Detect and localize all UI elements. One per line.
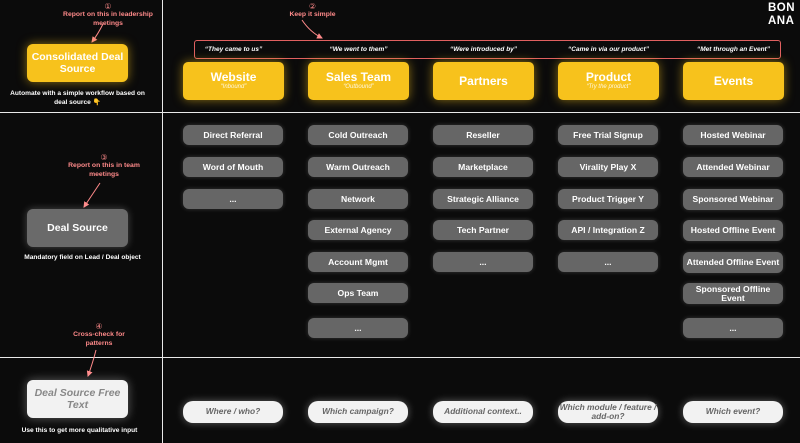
category-label-4: Events [713,73,754,88]
consolidated-caption: Automate with a simple workflow based on… [10,90,145,106]
deal-source-chip: ... [308,318,408,338]
deal-source-chip: Hosted Offline Event [683,220,783,241]
logo-line-1: BON [768,2,796,14]
deal-source-chip: API / Integration Z [558,220,658,240]
category-sub-0: “Inbound” [220,84,247,90]
free-text-caption: Use this to get more qualitative input [21,427,138,434]
deal-source-chip: ... [183,189,283,209]
quote-4: “Met through an Event” [697,46,770,53]
annotation-1-text: Report on this in leadership meetings [63,11,153,27]
annotation-3-text: Report on this in team meetings [68,162,140,178]
category-box-2: Partners [433,62,534,100]
deal-source-free-text-label: Deal Source Free Text [34,387,121,411]
deal-source-chip: Marketplace [433,157,533,177]
deal-source-chip: ... [558,252,658,272]
category-label-2: Partners [459,73,508,88]
deal-source-chip: Direct Referral [183,125,283,145]
left-column-divider [162,0,163,443]
category-box-3: Product“Try the product” [558,62,659,100]
deal-source-chip: Free Trial Signup [558,125,658,145]
free-text-prompt-3: Which module / feature / add-on? [558,401,658,423]
free-text-prompt-4: Which event? [683,401,783,423]
deal-source-chip: Cold Outreach [308,125,408,145]
logo: BON ANA [768,2,795,28]
arrow-2 [301,19,323,39]
deal-source-label: Deal Source [47,222,108,234]
deal-source-chip: Virality Play X [558,157,658,177]
category-label-3: Product [585,70,632,84]
deal-source-chip: Sponsored Webinar [683,189,783,210]
row-divider-bottom [0,357,800,358]
category-sub-1: “Outbound” [343,84,374,90]
annotation-4-number: ④ [95,322,103,331]
annotation-2-text: Keep it simple [289,11,336,18]
category-box-1: Sales Team“Outbound” [308,62,409,100]
annotation-4: ④ Cross-check for patterns [70,322,128,348]
annotation-1: ① Report on this in leadership meetings [55,2,161,28]
category-sub-3: “Try the product” [586,84,631,90]
deal-source-caption: Mandatory field on Lead / Deal object [24,254,141,261]
annotation-4-text: Cross-check for patterns [73,331,125,347]
free-text-prompt-2: Additional context.. [433,401,533,423]
category-box-0: Website“Inbound” [183,62,284,100]
deal-source-chip: Hosted Webinar [683,125,783,145]
deal-source-chip: Warm Outreach [308,157,408,177]
annotation-2: ② Keep it simple [270,2,355,20]
quote-2: “Were introduced by” [449,46,518,53]
annotation-3: ③ Report on this in team meetings [68,153,140,179]
annotation-3-number: ③ [100,153,108,162]
deal-source-chip: Word of Mouth [183,157,283,177]
deal-source-free-text-box: Deal Source Free Text [27,380,128,418]
deal-source-chip: External Agency [308,220,408,240]
free-text-prompt-0: Where / who? [183,401,283,423]
deal-source-chip: Account Mgmt [308,252,408,272]
deal-source-chip: Reseller [433,125,533,145]
category-label-0: Website [210,70,257,84]
consolidated-deal-source-box: Consolidated Deal Source [27,44,128,82]
deal-source-chip: Tech Partner [433,220,533,240]
deal-source-chip: Product Trigger Y [558,189,658,209]
deal-source-chip: Network [308,189,408,209]
deal-source-chip: Ops Team [308,283,408,303]
arrow-3 [83,182,101,208]
deal-source-box: Deal Source [27,209,128,247]
free-text-prompt-1: Which campaign? [308,401,408,423]
consolidated-deal-source-label: Consolidated Deal Source [31,51,124,75]
arrow-4 [86,349,97,377]
quote-3: “Came in via our product” [568,46,649,53]
logo-line-2: ANA [768,15,795,27]
deal-source-chip: ... [683,318,783,338]
row-divider-top [0,112,800,113]
deal-source-chip: Strategic Alliance [433,189,533,209]
annotation-2-number: ② [308,2,317,11]
deal-source-chip: ... [433,252,533,272]
category-label-1: Sales Team [325,70,392,84]
annotation-1-number: ① [104,2,112,11]
quote-1: “We went to them” [329,46,388,53]
deal-source-chip: Attended Offline Event [683,252,783,273]
quote-frame [194,40,781,59]
deal-source-chip: Sponsored Offline Event [683,283,783,304]
quote-0: “They came to us” [204,46,263,53]
deal-source-chip: Attended Webinar [683,157,783,177]
category-box-4: Events [683,62,784,100]
